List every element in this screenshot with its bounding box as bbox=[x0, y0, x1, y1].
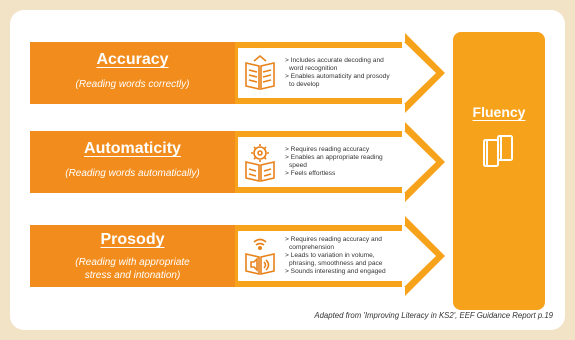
prosody-title: Prosody bbox=[100, 231, 165, 248]
bullet-line: > Enables automaticity and prosody bbox=[285, 73, 390, 81]
diagram-frame: Accuracy (Reading words correctly) > Inc… bbox=[10, 10, 565, 330]
books-icon bbox=[483, 135, 513, 167]
arrow-shape bbox=[30, 33, 445, 113]
bullet-line: phrasing, smoothness and pace bbox=[289, 260, 383, 268]
accuracy-label-block: Accuracy (Reading words correctly) bbox=[30, 33, 235, 113]
book-with-speaker-icon bbox=[245, 238, 275, 276]
accuracy-subtitle: (Reading words correctly) bbox=[75, 79, 190, 90]
bullet-line: > Requires reading accuracy bbox=[285, 146, 370, 153]
prosody-label-block: Prosody (Reading with appropriate stress… bbox=[30, 216, 235, 296]
bullet-line: > Requires reading accuracy and bbox=[285, 236, 382, 243]
fluency-title: Fluency bbox=[472, 104, 526, 120]
open-book-text-icon bbox=[245, 54, 275, 91]
bullet-line: to develop bbox=[289, 81, 320, 89]
bullet-line: > Enables an appropriate reading bbox=[285, 154, 383, 162]
accuracy-title: Accuracy bbox=[96, 51, 169, 68]
row-accuracy: Accuracy (Reading words correctly) > Inc… bbox=[30, 33, 445, 113]
bullet-line: > Includes accurate decoding and bbox=[285, 57, 384, 64]
automaticity-subtitle: (Reading words automatically) bbox=[65, 168, 200, 179]
prosody-subtitle-line-2: stress and intonation) bbox=[84, 270, 181, 281]
bullet-line: word recognition bbox=[289, 65, 338, 73]
arrow-shape bbox=[30, 216, 445, 296]
bullet-line: > Sounds interesting and engaged bbox=[285, 268, 386, 276]
arrow-shape bbox=[30, 122, 445, 202]
book-with-gear-icon bbox=[245, 144, 275, 183]
source-caption: Adapted from 'Improving Literacy in KS2'… bbox=[314, 311, 553, 320]
fluency-box: Fluency bbox=[453, 32, 545, 310]
row-automaticity: Automaticity (Reading words automaticall… bbox=[30, 122, 445, 202]
bullet-line: > Feels effortless bbox=[285, 170, 336, 178]
row-prosody: Prosody (Reading with appropriate stress… bbox=[30, 216, 445, 296]
bullet-line: comprehension bbox=[289, 244, 335, 252]
prosody-bullets: > Requires reading accuracy and comprehe… bbox=[285, 236, 435, 276]
accuracy-bullets: > Includes accurate decoding and word re… bbox=[285, 57, 435, 89]
automaticity-title: Automaticity bbox=[84, 140, 181, 157]
automaticity-bullets: > Requires reading accuracy > Enables an… bbox=[285, 146, 435, 178]
bullet-line: > Leads to variation in volume, bbox=[285, 252, 375, 260]
automaticity-label-block: Automaticity (Reading words automaticall… bbox=[30, 122, 235, 202]
bullet-line: speed bbox=[289, 162, 307, 170]
prosody-subtitle-line-1: (Reading with appropriate bbox=[75, 257, 190, 268]
